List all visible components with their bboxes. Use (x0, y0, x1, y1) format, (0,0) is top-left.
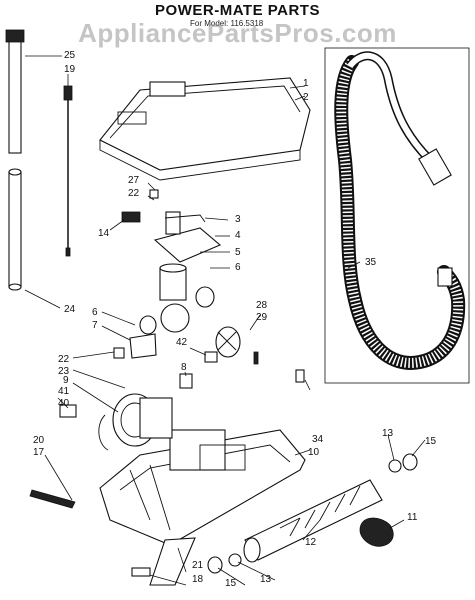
callout-19: 19 (64, 64, 76, 75)
leader-lines (24, 55, 426, 586)
wand-parts (5, 29, 25, 291)
callout-13-right: 13 (382, 428, 394, 439)
callout-17: 17 (33, 447, 45, 458)
callout-3: 3 (235, 214, 241, 225)
callout-22-top: 22 (128, 188, 140, 199)
wheel-part (29, 489, 76, 509)
end-cap-part-3 (228, 553, 242, 567)
callout-40: 40 (58, 398, 70, 409)
callout-42: 42 (176, 337, 188, 348)
callout-35: 35 (365, 257, 377, 268)
callout-1: 1 (303, 78, 309, 89)
callout-9: 9 (63, 375, 69, 386)
model-number: For Model: 116.5318 (190, 19, 264, 28)
fan-assembly (139, 263, 215, 335)
callout-6-left: 6 (92, 307, 98, 318)
end-cap-part-4 (207, 556, 223, 574)
part-34 (295, 369, 305, 383)
clip-part (149, 189, 159, 199)
callout-12: 12 (305, 537, 317, 548)
hood-cover (99, 77, 311, 181)
callout-41: 41 (58, 386, 70, 397)
clip-part-2 (113, 347, 125, 359)
part-42 (204, 351, 218, 363)
callout-22-mid: 22 (58, 354, 70, 365)
callout-15-bottom: 15 (225, 578, 237, 589)
callout-25: 25 (64, 50, 76, 61)
part-29 (253, 351, 259, 365)
callout-10: 10 (308, 447, 320, 458)
part-8 (179, 373, 193, 389)
pedal-part (131, 537, 196, 586)
base-housing (99, 429, 306, 546)
callout-6-right: 6 (235, 262, 241, 273)
callout-11: 11 (407, 512, 418, 523)
hose-frame (324, 47, 470, 384)
callout-21: 21 (192, 560, 204, 571)
callout-7: 7 (92, 320, 98, 331)
callout-8: 8 (181, 362, 187, 373)
callout-4: 4 (235, 230, 241, 241)
callout-18: 18 (192, 574, 204, 585)
callout-29: 29 (256, 312, 268, 323)
brush-roll (243, 479, 383, 563)
cord-part (63, 85, 73, 257)
callout-34: 34 (312, 434, 324, 445)
callout-27: 27 (128, 175, 140, 186)
callout-23: 23 (58, 366, 70, 377)
filter-part (121, 211, 141, 223)
bracket-part (129, 333, 157, 359)
page-title: POWER-MATE PARTS (155, 2, 320, 19)
callout-2: 2 (303, 92, 309, 103)
belt-part (359, 517, 394, 547)
switch-assembly (153, 211, 222, 263)
hose-part (334, 51, 466, 370)
callout-28: 28 (256, 300, 268, 311)
callout-20: 20 (33, 435, 45, 446)
callout-13-bottom: 13 (260, 574, 272, 585)
callout-5: 5 (235, 247, 241, 258)
end-cap-part (388, 459, 402, 473)
motor-assembly (98, 393, 173, 451)
part-41-40 (59, 404, 77, 418)
callout-15-right: 15 (425, 436, 437, 447)
callout-24: 24 (64, 304, 76, 315)
callout-14: 14 (98, 228, 110, 239)
end-cap-part-2 (402, 453, 418, 471)
